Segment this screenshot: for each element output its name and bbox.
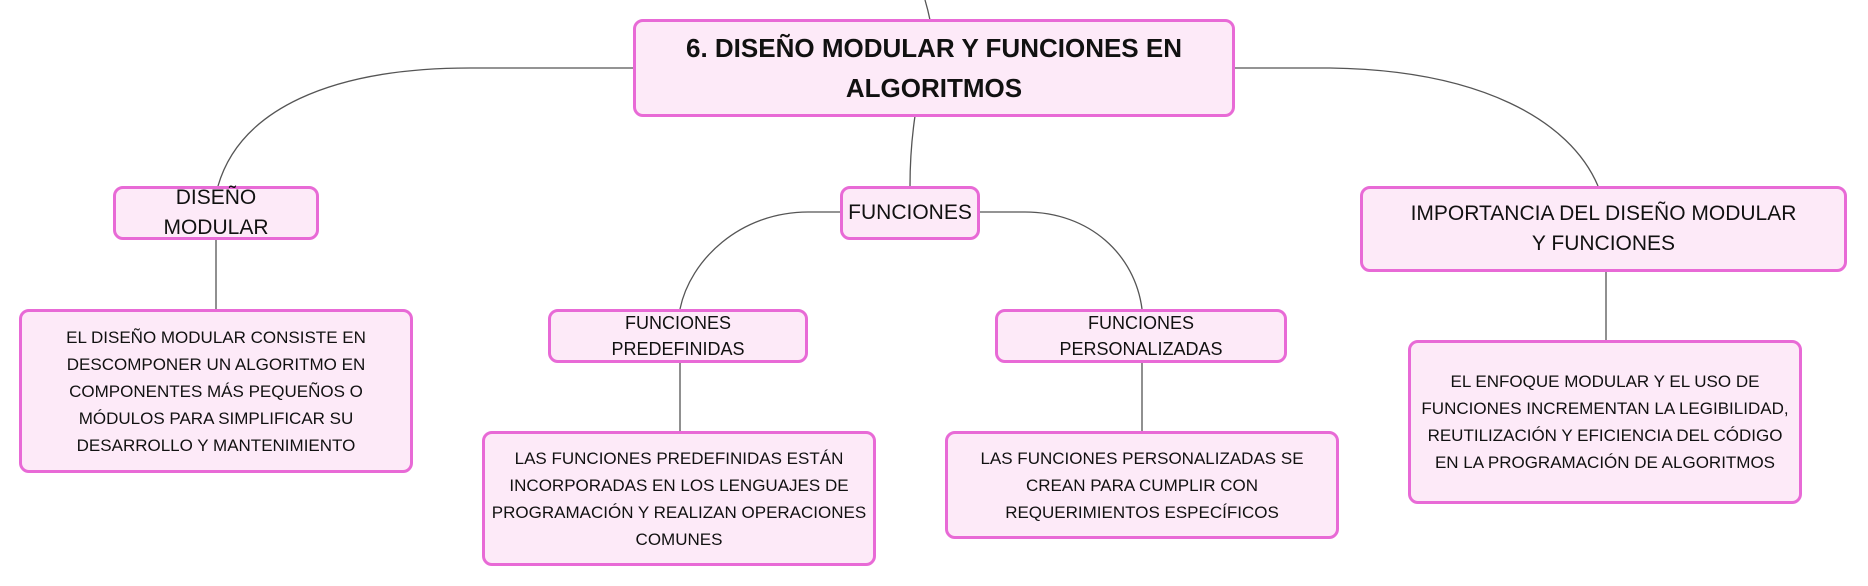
funciones-predefinidas-label: FUNCIONES PREDEFINIDAS (611, 313, 745, 359)
connector-root-to-modular (217, 67, 635, 187)
diseno-modular-description-text: EL DISEÑO MODULAR CONSISTE EN DESCOMPONE… (66, 327, 366, 455)
importancia-description-text: EL ENFOQUE MODULAR Y EL USO DE FUNCIONES… (1421, 372, 1789, 472)
node-diseno-modular-description[interactable]: EL DISEÑO MODULAR CONSISTE EN DESCOMPONE… (19, 309, 413, 473)
node-funciones-predefinidas-description[interactable]: LAS FUNCIONES PREDEFINIDAS ESTÁN INCORPO… (482, 431, 876, 566)
funciones-predefinidas-description-text: LAS FUNCIONES PREDEFINIDAS ESTÁN INCORPO… (491, 448, 867, 549)
funciones-personalizadas-description-text: LAS FUNCIONES PERSONALIZADAS SE CREAN PA… (980, 448, 1304, 522)
root-title: 6. DISEÑO MODULAR Y FUNCIONES EN ALGORIT… (686, 33, 1182, 103)
connector-funciones-to-personalizadas (980, 211, 1143, 310)
node-funciones-personalizadas-description[interactable]: LAS FUNCIONES PERSONALIZADAS SE CREAN PA… (945, 431, 1339, 539)
node-diseno-modular[interactable]: DISEÑO MODULAR (113, 186, 319, 240)
connector-root-to-importancia (1234, 67, 1599, 187)
funciones-personalizadas-label: FUNCIONES PERSONALIZADAS (1059, 313, 1223, 359)
connector-parent-to-root (924, 0, 931, 21)
node-importancia-label: IMPORTANCIA DEL DISEÑO MODULAR Y FUNCION… (1410, 202, 1797, 255)
root-node[interactable]: 6. DISEÑO MODULAR Y FUNCIONES EN ALGORIT… (633, 19, 1235, 117)
connector-funciones-to-predefinidas (679, 211, 840, 310)
node-importancia[interactable]: IMPORTANCIA DEL DISEÑO MODULAR Y FUNCION… (1360, 186, 1847, 272)
node-funciones-personalizadas[interactable]: FUNCIONES PERSONALIZADAS (995, 309, 1287, 363)
connector-root-to-funciones (909, 115, 916, 187)
node-diseno-modular-label: DISEÑO MODULAR (163, 186, 269, 239)
node-funciones-label: FUNCIONES (848, 201, 972, 224)
node-importancia-description[interactable]: EL ENFOQUE MODULAR Y EL USO DE FUNCIONES… (1408, 340, 1802, 504)
node-funciones-predefinidas[interactable]: FUNCIONES PREDEFINIDAS (548, 309, 808, 363)
node-funciones[interactable]: FUNCIONES (840, 186, 980, 240)
